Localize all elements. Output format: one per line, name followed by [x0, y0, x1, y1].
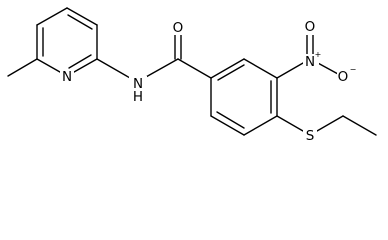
bond-bz-c5-c6-inner: [216, 111, 245, 129]
bond-py-c5-c4: [36, 7, 68, 26]
bond-nitro-o-minus: [315, 61, 339, 75]
bond-s-ch2: [316, 115, 344, 132]
benzene-ring: [177, 58, 278, 136]
amide-hydrogen-label: H: [133, 89, 143, 105]
pyridine-nitrogen-label: N: [62, 69, 72, 85]
bond-bz-c1-c2-inner: [217, 64, 245, 81]
bond-bz-c2-c3: [243, 58, 278, 79]
nitro-oxygen-charge: −: [350, 65, 357, 74]
bond-py-c4-c3: [66, 7, 98, 26]
bond-py-c4-c3-inner: [67, 14, 93, 30]
amide-linker: [96, 34, 182, 83]
bond-bz-c1-c2: [210, 58, 245, 79]
nitro-nitrogen-label: N: [305, 54, 315, 70]
bond-py-c2-n-inner: [68, 54, 92, 69]
bond-ring-s: [276, 115, 304, 132]
nitro-oxygen-minus-label: O: [338, 69, 349, 85]
amide-nitrogen-label: N: [133, 76, 143, 92]
bond-carbonyl-ring: [177, 58, 212, 79]
ethylthio-group: [276, 115, 377, 136]
bond-methyl: [7, 58, 38, 77]
bond-bz-c5-c6: [210, 115, 245, 136]
molecular-structure: N N H O N + O O − S: [7, 7, 377, 144]
nitro-oxygen-top-label: O: [305, 19, 316, 35]
pyridine-ring: [7, 7, 98, 77]
carbonyl-oxygen-label: O: [173, 20, 184, 36]
sulfur-label: S: [306, 128, 315, 144]
nitro-nitrogen-charge: +: [315, 50, 322, 59]
bond-bz-c4-c5: [243, 115, 278, 136]
bond-ch2-ch3: [342, 115, 377, 136]
atom-labels: N N H O N + O O − S: [60, 19, 357, 144]
